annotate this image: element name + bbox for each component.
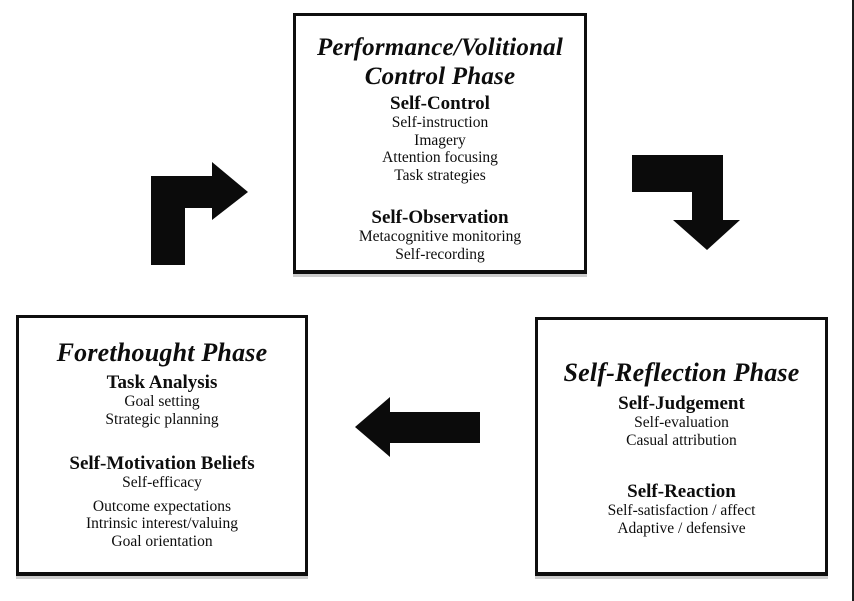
list-item: Attention focusing [382, 149, 498, 166]
list-item: Goal setting [124, 393, 200, 410]
task-analysis-section: Task Analysis Goal setting Strategic pla… [19, 373, 305, 428]
section-heading: Task Analysis [106, 372, 218, 393]
self-judgement-section: Self-Judgement Self-evaluation Casual at… [538, 394, 825, 449]
self-control-section: Self-Control Self-instruction Imagery At… [296, 94, 584, 184]
list-item: Adaptive / defensive [617, 519, 746, 537]
self-reflection-phase-box: Self-Reflection Phase Self-Judgement Sel… [535, 317, 828, 576]
section-heading: Self-Motivation Beliefs [69, 453, 255, 474]
arrow-performance-to-reflection-icon [632, 155, 740, 250]
self-motivation-beliefs-section: Self-Motivation Beliefs Self-efficacy Ou… [19, 454, 305, 550]
section-heading: Self-Control [390, 93, 490, 114]
list-item: Self-evaluation [634, 414, 729, 431]
list-item: Self-recording [395, 245, 485, 263]
self-reaction-section: Self-Reaction Self-satisfaction / affect… [538, 482, 825, 537]
list-item: Intrinsic interest/valuing [86, 515, 238, 532]
list-item: Metacognitive monitoring [358, 228, 522, 245]
arrow-reflection-to-forethought-icon [355, 397, 480, 457]
list-item: Task strategies [394, 166, 486, 184]
self-reflection-phase-title: Self-Reflection Phase [538, 358, 825, 388]
list-item: Self-instruction [391, 114, 489, 131]
list-item: Casual attribution [626, 431, 737, 449]
list-item: Strategic planning [105, 410, 219, 428]
list-item: Self-efficacy [122, 474, 202, 491]
list-item: Goal orientation [111, 532, 213, 550]
phase-title-line: Forethought Phase [56, 338, 268, 367]
self-observation-section: Self-Observation Metacognitive monitorin… [296, 208, 584, 263]
list-item: Outcome expectations [92, 497, 232, 515]
scan-edge-line [852, 0, 854, 601]
section-heading: Self-Reaction [627, 481, 736, 502]
list-item: Imagery [414, 131, 466, 149]
phase-title-line: Self-Reflection Phase [563, 358, 800, 387]
performance-phase-title: Performance/Volitional Control Phase [296, 33, 584, 91]
forethought-phase-title: Forethought Phase [19, 338, 305, 368]
arrow-forethought-to-performance-icon [151, 162, 248, 265]
section-heading: Self-Judgement [618, 393, 745, 414]
forethought-phase-box: Forethought Phase Task Analysis Goal set… [16, 315, 308, 576]
performance-phase-box: Performance/Volitional Control Phase Sel… [293, 13, 587, 274]
phase-title-line: Control Phase [364, 63, 516, 90]
list-item: Self-satisfaction / affect [607, 502, 756, 519]
phase-title-line: Performance/Volitional [316, 34, 564, 61]
section-heading: Self-Observation [371, 207, 509, 228]
